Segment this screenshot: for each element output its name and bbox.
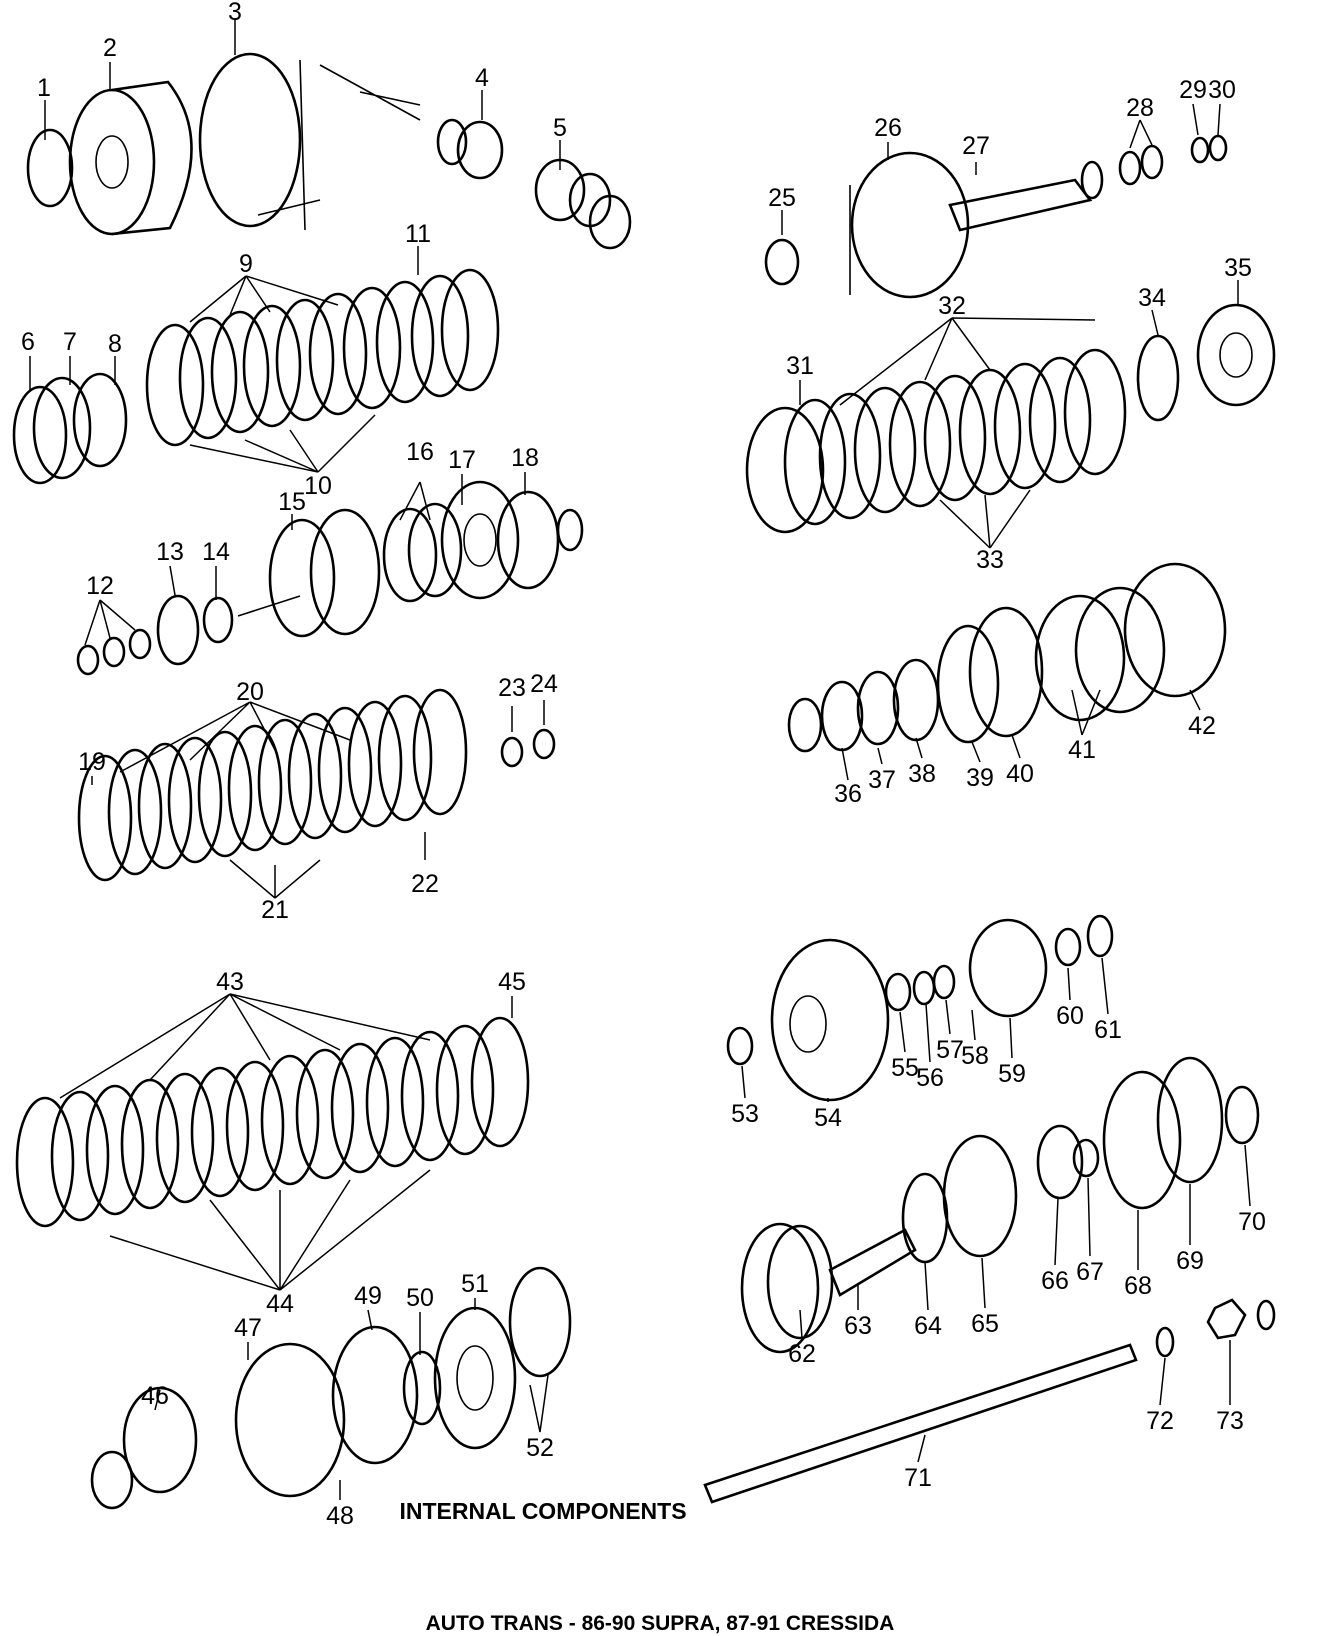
callout-17: 17 — [448, 446, 476, 474]
callout-55: 55 — [891, 1054, 919, 1082]
callout-47: 47 — [234, 1314, 262, 1342]
callout-59: 59 — [998, 1060, 1026, 1088]
callout-61: 61 — [1094, 1016, 1122, 1044]
callout-62: 62 — [788, 1340, 816, 1368]
callout-12: 12 — [86, 572, 114, 600]
callout-51: 51 — [461, 1270, 489, 1298]
callout-7: 7 — [63, 328, 77, 356]
callout-5: 5 — [553, 114, 567, 142]
callout-41: 41 — [1068, 736, 1096, 764]
callout-numbers: 1 2 3 4 5 6 7 8 9 10 11 12 13 14 15 16 1… — [21, 0, 1266, 1530]
callout-45: 45 — [498, 968, 526, 996]
part-drawings — [12, 52, 1276, 1510]
callout-70: 70 — [1238, 1208, 1266, 1236]
callout-66: 66 — [1041, 1267, 1069, 1295]
callout-72: 72 — [1146, 1407, 1174, 1435]
callout-35: 35 — [1224, 254, 1252, 282]
callout-60: 60 — [1056, 1002, 1084, 1030]
callout-8: 8 — [108, 330, 122, 358]
callout-6: 6 — [21, 328, 35, 356]
callout-25: 25 — [768, 184, 796, 212]
callout-11: 11 — [405, 220, 431, 248]
diagram-caption: INTERNAL COMPONENTS — [399, 1498, 686, 1524]
leader-lines — [29, 20, 1251, 1500]
callout-50: 50 — [406, 1284, 434, 1312]
callout-56: 56 — [916, 1064, 944, 1092]
callout-65: 65 — [971, 1310, 999, 1338]
callout-34: 34 — [1138, 284, 1166, 312]
callout-1: 1 — [37, 74, 51, 102]
callout-67: 67 — [1076, 1258, 1104, 1286]
callout-27: 27 — [962, 132, 990, 160]
callout-64: 64 — [914, 1312, 942, 1340]
callout-31: 31 — [786, 352, 814, 380]
callout-3: 3 — [228, 0, 242, 26]
callout-46: 46 — [141, 1382, 169, 1410]
callout-2: 2 — [103, 34, 117, 62]
callout-13: 13 — [156, 538, 184, 566]
callout-24: 24 — [530, 670, 558, 698]
callout-14: 14 — [202, 538, 230, 566]
callout-40: 40 — [1006, 760, 1034, 788]
callout-71: 71 — [904, 1464, 932, 1492]
callout-58: 58 — [961, 1042, 989, 1070]
callout-16: 16 — [406, 438, 434, 466]
callout-9: 9 — [239, 250, 253, 278]
callout-54: 54 — [814, 1104, 842, 1132]
callout-29: 29 — [1179, 76, 1207, 104]
callout-63: 63 — [844, 1312, 872, 1340]
callout-22: 22 — [411, 870, 439, 898]
callout-39: 39 — [966, 764, 994, 792]
callout-53: 53 — [731, 1100, 759, 1128]
callout-32: 32 — [938, 292, 966, 320]
callout-69: 69 — [1176, 1247, 1204, 1275]
callout-42: 42 — [1188, 712, 1216, 740]
callout-43: 43 — [216, 968, 244, 996]
callout-37: 37 — [868, 766, 896, 794]
callout-33: 33 — [976, 546, 1004, 574]
callout-36: 36 — [834, 780, 862, 808]
callout-49: 49 — [354, 1282, 382, 1310]
callout-73: 73 — [1216, 1407, 1244, 1435]
callout-23: 23 — [498, 674, 526, 702]
callout-10: 10 — [304, 472, 332, 500]
callout-68: 68 — [1124, 1272, 1152, 1300]
callout-18: 18 — [511, 444, 539, 472]
callout-52: 52 — [526, 1434, 554, 1462]
callout-57: 57 — [936, 1036, 964, 1064]
callout-48: 48 — [326, 1502, 354, 1530]
callout-26: 26 — [874, 114, 902, 142]
callout-21: 21 — [261, 896, 289, 924]
callout-4: 4 — [475, 64, 489, 92]
callout-15: 15 — [278, 488, 306, 516]
callout-38: 38 — [908, 760, 936, 788]
callout-30: 30 — [1208, 76, 1236, 104]
callout-28: 28 — [1126, 94, 1154, 122]
callout-44: 44 — [266, 1290, 294, 1318]
callout-19: 19 — [78, 748, 106, 776]
callout-20: 20 — [236, 678, 264, 706]
diagram-footer: AUTO TRANS - 86-90 SUPRA, 87-91 CRESSIDA — [426, 1612, 895, 1635]
